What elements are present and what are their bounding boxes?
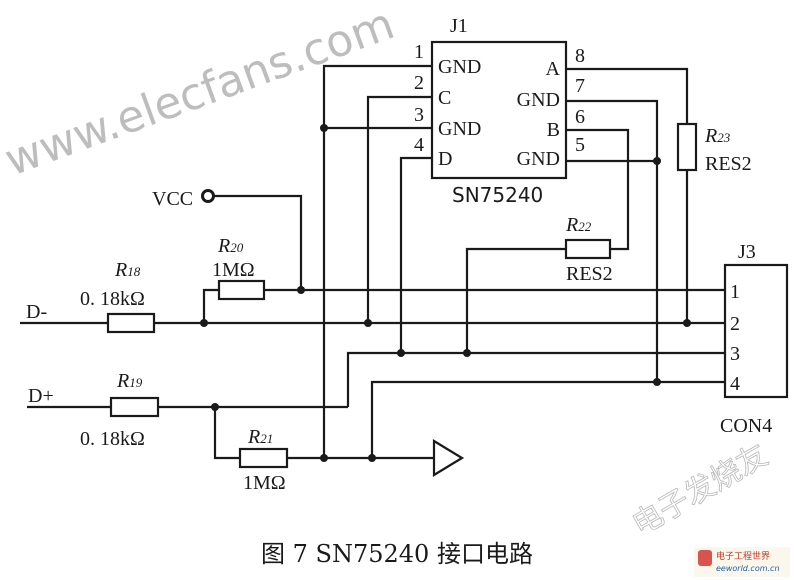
r22-value: RES2 <box>566 263 613 285</box>
j1-pin7-name: GND <box>517 89 560 111</box>
r21-ref: R21 <box>247 426 273 448</box>
j3-pin4: 4 <box>730 373 740 395</box>
junction-dot <box>200 319 208 327</box>
r20-value: 1MΩ <box>212 259 255 281</box>
j1-pin2-num: 2 <box>414 72 424 94</box>
r23-body <box>676 122 698 172</box>
j3-part: CON4 <box>720 415 772 437</box>
junction-dot <box>683 319 691 327</box>
r19-body <box>109 396 160 418</box>
j1-pin5-num: 5 <box>575 134 585 156</box>
d-plus-label: D+ <box>28 385 54 407</box>
resistor-r21: R21 1MΩ <box>238 426 289 494</box>
j3-pin2: 2 <box>730 313 740 335</box>
j1-pin3-name: GND <box>438 118 481 140</box>
d-minus-label: D- <box>26 301 47 323</box>
r23-ref: R23 <box>704 125 731 147</box>
j1-pin6-num: 6 <box>575 106 585 128</box>
resistor-r18: R18 0. 18kΩ <box>80 259 156 334</box>
logo-c-icon <box>698 550 712 566</box>
j1-pin2-name: C <box>438 87 451 109</box>
junction-dot <box>320 454 328 462</box>
watermark-brand: 电子发烧友 <box>627 438 774 543</box>
logo-en: eeworld.com.cn <box>716 564 780 573</box>
logo-cn: 电子工程世界 <box>716 550 770 562</box>
wire-pin2-c <box>366 95 432 323</box>
junction-dot <box>368 454 376 462</box>
j1-body <box>430 40 568 180</box>
j1-pin6-name: B <box>547 119 560 141</box>
watermark-elecfans: www.elecfans.com <box>0 0 401 186</box>
j1-pin5-name: GND <box>517 148 560 170</box>
vcc-label: VCC <box>152 188 193 210</box>
r23-value: RES2 <box>705 153 752 175</box>
j3-pin3: 3 <box>730 343 740 365</box>
r18-body <box>106 312 156 334</box>
wire-pin1-gnd <box>322 64 432 458</box>
j1-pin8-name: A <box>546 58 561 80</box>
j3-body <box>723 263 789 399</box>
wire-line4 <box>370 380 725 458</box>
wire-pin8-a <box>566 67 689 124</box>
junction-dot <box>463 349 471 357</box>
wire-r20-left <box>202 288 219 323</box>
j1-pin4-num: 4 <box>414 134 424 156</box>
wires <box>20 64 725 460</box>
resistor-r20: R20 1MΩ <box>212 235 266 301</box>
eeworld-logo: 电子工程世界 eeworld.com.cn <box>694 547 790 577</box>
wire-pin7-gnd <box>566 99 659 382</box>
j1-pin1-num: 1 <box>414 41 424 63</box>
junctions <box>200 124 691 462</box>
figure-caption: 图 7 SN75240 接口电路 <box>261 540 533 568</box>
junction-dot <box>364 319 372 327</box>
vcc-terminal-icon <box>201 189 215 203</box>
wire-pin4-d <box>399 156 432 353</box>
j1-ref: J1 <box>450 15 468 37</box>
j1-pin1-name: GND <box>438 56 481 78</box>
r19-ref: R19 <box>116 370 143 392</box>
junction-dot <box>320 124 328 132</box>
junction-dot <box>653 378 661 386</box>
r18-ref: R18 <box>114 259 141 281</box>
r19-value: 0. 18kΩ <box>80 428 145 450</box>
j3-connector: J3 1 2 3 4 CON4 <box>720 241 789 437</box>
resistor-r22: R22 RES2 <box>564 214 613 285</box>
wire-line3 <box>346 351 725 407</box>
resistor-r19: R19 0. 18kΩ <box>80 370 160 450</box>
wire-pin6-b <box>566 128 630 251</box>
r21-value: 1MΩ <box>243 472 286 494</box>
r21-body <box>238 447 289 469</box>
j1-chip: J1 SN75240 1 2 3 4 GND C GND D 8 7 6 5 A… <box>414 15 585 207</box>
j1-pin7-num: 7 <box>575 75 585 97</box>
r20-body <box>217 279 266 301</box>
junction-dot <box>211 403 219 411</box>
r20-ref: R20 <box>217 235 244 257</box>
wire-vcc <box>214 194 303 290</box>
junction-dot <box>297 286 305 294</box>
j3-pin1: 1 <box>730 281 740 303</box>
wire-r21-left <box>213 407 240 460</box>
j1-part: SN75240 <box>452 183 543 207</box>
j3-ref: J3 <box>738 241 756 263</box>
wire-r22-to-line3 <box>465 247 566 353</box>
junction-dot <box>653 157 661 165</box>
j1-pin8-num: 8 <box>575 45 585 67</box>
junction-dot <box>397 349 405 357</box>
j1-pin4-name: D <box>438 148 452 170</box>
resistor-r23: R23 RES2 <box>676 122 752 175</box>
r18-value: 0. 18kΩ <box>80 288 145 310</box>
j1-pin3-num: 3 <box>414 104 424 126</box>
r22-ref: R22 <box>565 214 592 236</box>
ground-triangle-icon <box>432 439 465 477</box>
r22-body <box>564 238 612 260</box>
